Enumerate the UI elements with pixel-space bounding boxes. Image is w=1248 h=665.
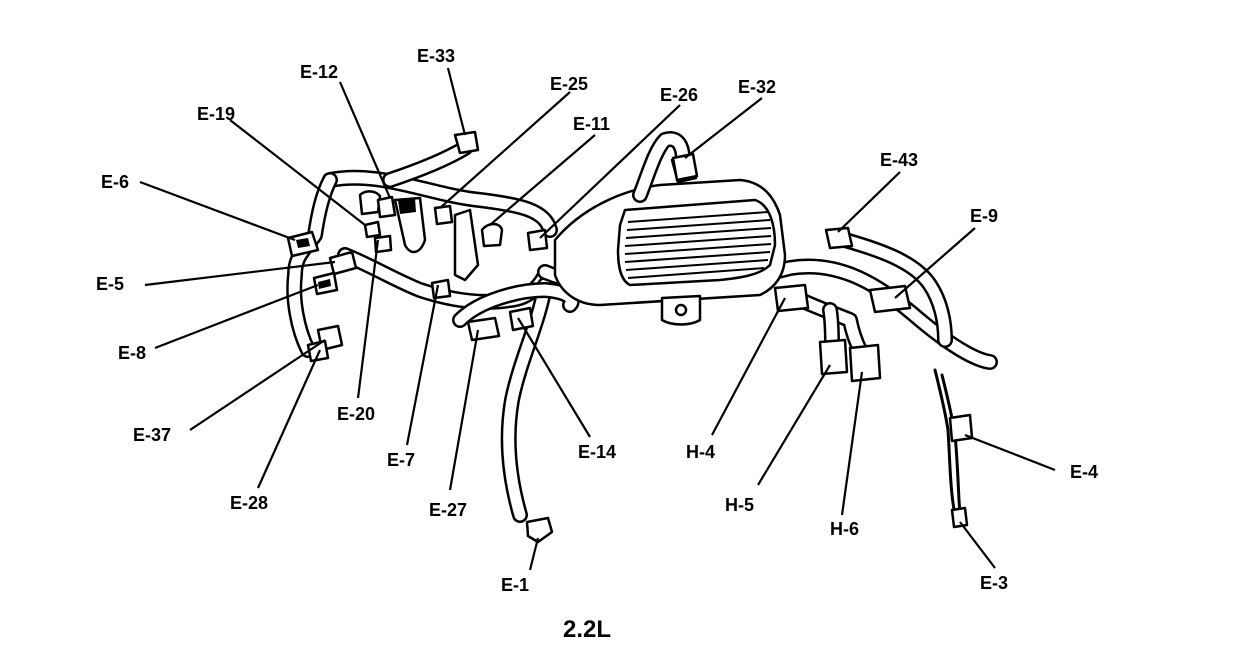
connector-e3 — [950, 506, 969, 529]
connector-e7 — [430, 278, 452, 300]
label-e12: E-12 — [300, 62, 339, 82]
label-e1: E-1 — [501, 575, 530, 595]
label-e8: E-8 — [118, 343, 147, 363]
label-e37: E-37 — [133, 425, 172, 445]
label-e11: E-11 — [573, 114, 611, 134]
label-e33: E-33 — [417, 46, 456, 66]
intake-plenum — [553, 131, 787, 326]
label-h5: H-5 — [725, 495, 755, 515]
figure-caption: 2.2L — [563, 616, 612, 643]
label-e14: E-14 — [578, 442, 617, 462]
label-e9: E-9 — [970, 206, 999, 226]
connector-e5 — [328, 250, 358, 276]
connector-e14 — [508, 306, 535, 332]
label-e6: E-6 — [101, 172, 130, 192]
label-h4: H-4 — [686, 442, 716, 462]
connector-e33 — [453, 130, 480, 155]
connector-e25 — [433, 204, 454, 226]
connector-e12 — [376, 195, 397, 219]
label-e19: E-19 — [197, 104, 236, 124]
label-e20: E-20 — [337, 404, 376, 424]
label-e27: E-27 — [429, 500, 468, 520]
label-e32: E-32 — [738, 77, 777, 97]
label-e3: E-3 — [980, 573, 1009, 593]
connector-e20 — [373, 234, 393, 254]
connector-h4 — [773, 283, 810, 313]
connector-e32 — [671, 152, 699, 182]
thin-wires — [933, 368, 962, 517]
label-e28: E-28 — [230, 493, 269, 513]
connector-e1 — [525, 516, 554, 544]
label-e25: E-25 — [550, 74, 589, 94]
label-e43: E-43 — [880, 150, 919, 170]
connector-e28 — [306, 339, 330, 363]
label-e26: E-26 — [660, 85, 699, 105]
leader-lines — [139, 67, 1056, 571]
label-e7: E-7 — [387, 450, 416, 470]
label-h6: H-6 — [830, 519, 860, 539]
connector-h5 — [818, 338, 849, 376]
connector-e27 — [466, 316, 501, 342]
connector-e19 — [363, 220, 382, 239]
connectors — [286, 130, 974, 544]
connector-h6 — [848, 343, 882, 383]
label-e4: E-4 — [1070, 462, 1099, 482]
left-bracket — [358, 190, 480, 282]
connector-e11 — [480, 222, 504, 248]
label-e5: E-5 — [96, 274, 125, 294]
